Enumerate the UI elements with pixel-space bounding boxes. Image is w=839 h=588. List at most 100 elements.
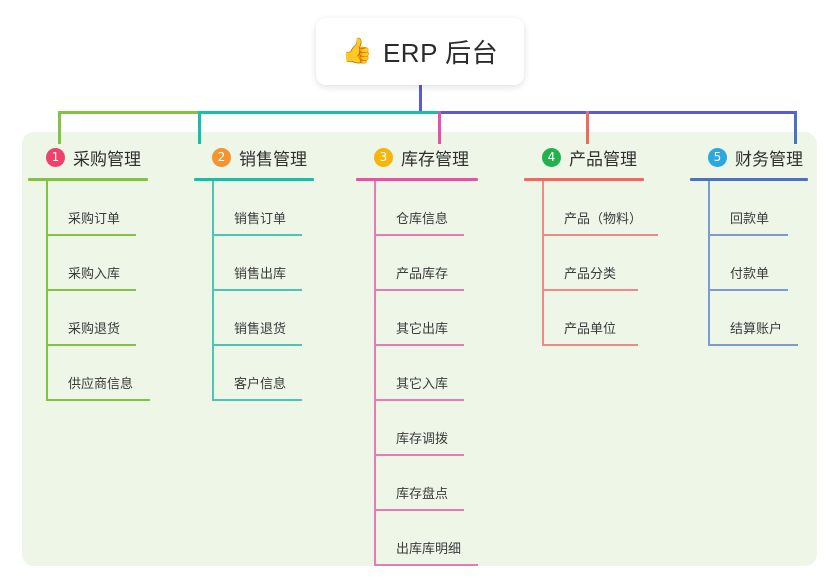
list-item-underline xyxy=(374,344,464,346)
column-item-list: 回款单付款单结算账户 xyxy=(708,181,830,346)
root-node-title: ERP 后台 xyxy=(382,38,499,68)
thumbs-up-icon: 👍 xyxy=(341,37,373,65)
column-spine-line xyxy=(212,181,214,401)
column-item-list: 采购订单采购入库采购退货供应商信息 xyxy=(46,181,188,401)
list-item-label: 出库库明细 xyxy=(396,541,462,556)
column-header-underline xyxy=(524,178,644,181)
list-item[interactable]: 付款单 xyxy=(708,236,830,291)
list-item-label: 产品单位 xyxy=(564,321,617,336)
column-title: 采购管理 xyxy=(73,149,141,169)
column-spine-line xyxy=(46,181,48,401)
list-item[interactable]: 回款单 xyxy=(708,181,830,236)
column-header-underline xyxy=(194,178,314,181)
drop-sales xyxy=(198,111,201,144)
list-item-label: 库存盘点 xyxy=(396,486,449,501)
bus-teal xyxy=(198,111,443,114)
list-item-underline xyxy=(46,399,150,401)
column-spine-line xyxy=(374,181,376,566)
column-header-4[interactable]: 4 产品管理 xyxy=(524,144,689,170)
column-header-underline xyxy=(690,178,808,181)
column-header-underline xyxy=(356,178,478,181)
list-item-label: 采购订单 xyxy=(68,211,121,226)
list-item[interactable]: 结算账户 xyxy=(708,291,830,346)
column-header-5[interactable]: 5 财务管理 xyxy=(690,144,830,170)
drop-finance xyxy=(794,111,797,144)
list-item-label: 产品分类 xyxy=(564,266,617,281)
list-item[interactable]: 库存调拨 xyxy=(374,401,526,456)
list-item-label: 产品库存 xyxy=(396,266,449,281)
list-item-underline xyxy=(46,234,136,236)
column-item-list: 仓库信息产品库存其它出库其它入库库存调拨库存盘点出库库明细 xyxy=(374,181,526,566)
list-item[interactable]: 产品分类 xyxy=(542,236,689,291)
list-item-label: 供应商信息 xyxy=(68,376,134,391)
list-item-label: 采购入库 xyxy=(68,266,121,281)
column-title: 库存管理 xyxy=(401,149,469,169)
list-item-underline xyxy=(542,234,658,236)
bus-blue xyxy=(438,111,796,114)
column-number-badge: 5 xyxy=(708,147,727,167)
list-item[interactable]: 销售退货 xyxy=(212,291,354,346)
list-item-underline xyxy=(542,344,638,346)
list-item-label: 客户信息 xyxy=(234,376,287,391)
list-item-underline xyxy=(708,234,788,236)
column-number-badge: 1 xyxy=(46,147,65,167)
list-item[interactable]: 销售出库 xyxy=(212,236,354,291)
column-title: 财务管理 xyxy=(735,149,803,169)
list-item-label: 其它出库 xyxy=(396,321,449,336)
list-item[interactable]: 供应商信息 xyxy=(46,346,188,401)
list-item[interactable]: 仓库信息 xyxy=(374,181,526,236)
list-item-underline xyxy=(212,289,302,291)
list-item-underline xyxy=(46,289,136,291)
root-node-card[interactable]: 👍 ERP 后台 xyxy=(316,18,524,85)
list-item-label: 销售订单 xyxy=(234,211,287,226)
diagram-panel-background xyxy=(22,132,817,566)
column-number-badge: 4 xyxy=(542,147,561,167)
column-1: 1 采购管理采购订单采购入库采购退货供应商信息 xyxy=(28,144,188,401)
column-5: 5 财务管理回款单付款单结算账户 xyxy=(690,144,830,346)
column-title: 产品管理 xyxy=(569,149,637,169)
list-item[interactable]: 采购入库 xyxy=(46,236,188,291)
column-spine-line xyxy=(708,181,710,346)
list-item-label: 销售出库 xyxy=(234,266,287,281)
list-item-label: 付款单 xyxy=(730,266,770,281)
list-item-underline xyxy=(374,399,464,401)
list-item[interactable]: 采购订单 xyxy=(46,181,188,236)
list-item-label: 采购退货 xyxy=(68,321,121,336)
list-item-underline xyxy=(212,399,302,401)
list-item[interactable]: 采购退货 xyxy=(46,291,188,346)
column-header-1[interactable]: 1 采购管理 xyxy=(28,144,188,170)
column-item-list: 销售订单销售出库销售退货客户信息 xyxy=(212,181,354,401)
list-item[interactable]: 其它出库 xyxy=(374,291,526,346)
list-item[interactable]: 其它入库 xyxy=(374,346,526,401)
drop-purchase xyxy=(58,111,61,144)
list-item-label: 产品（物料） xyxy=(564,211,643,226)
list-item-label: 其它入库 xyxy=(396,376,449,391)
list-item[interactable]: 产品库存 xyxy=(374,236,526,291)
list-item[interactable]: 产品单位 xyxy=(542,291,689,346)
list-item[interactable]: 客户信息 xyxy=(212,346,354,401)
list-item-underline xyxy=(212,234,302,236)
list-item-underline xyxy=(374,509,464,511)
list-item[interactable]: 产品（物料） xyxy=(542,181,689,236)
drop-product xyxy=(586,111,589,144)
list-item[interactable]: 出库库明细 xyxy=(374,511,526,566)
list-item-underline xyxy=(374,564,478,566)
column-header-underline xyxy=(28,178,148,181)
list-item-underline xyxy=(212,344,302,346)
list-item[interactable]: 库存盘点 xyxy=(374,456,526,511)
list-item-label: 结算账户 xyxy=(730,321,783,336)
list-item-label: 仓库信息 xyxy=(396,211,449,226)
list-item[interactable]: 销售订单 xyxy=(212,181,354,236)
drop-inventory xyxy=(438,111,441,144)
list-item-label: 销售退货 xyxy=(234,321,287,336)
list-item-underline xyxy=(542,289,638,291)
list-item-underline xyxy=(46,344,136,346)
list-item-underline xyxy=(374,454,464,456)
list-item-label: 库存调拨 xyxy=(396,431,449,446)
trunk-line-vertical xyxy=(419,84,422,113)
list-item-underline xyxy=(374,234,464,236)
column-item-list: 产品（物料） 产品分类产品单位 xyxy=(542,181,689,346)
